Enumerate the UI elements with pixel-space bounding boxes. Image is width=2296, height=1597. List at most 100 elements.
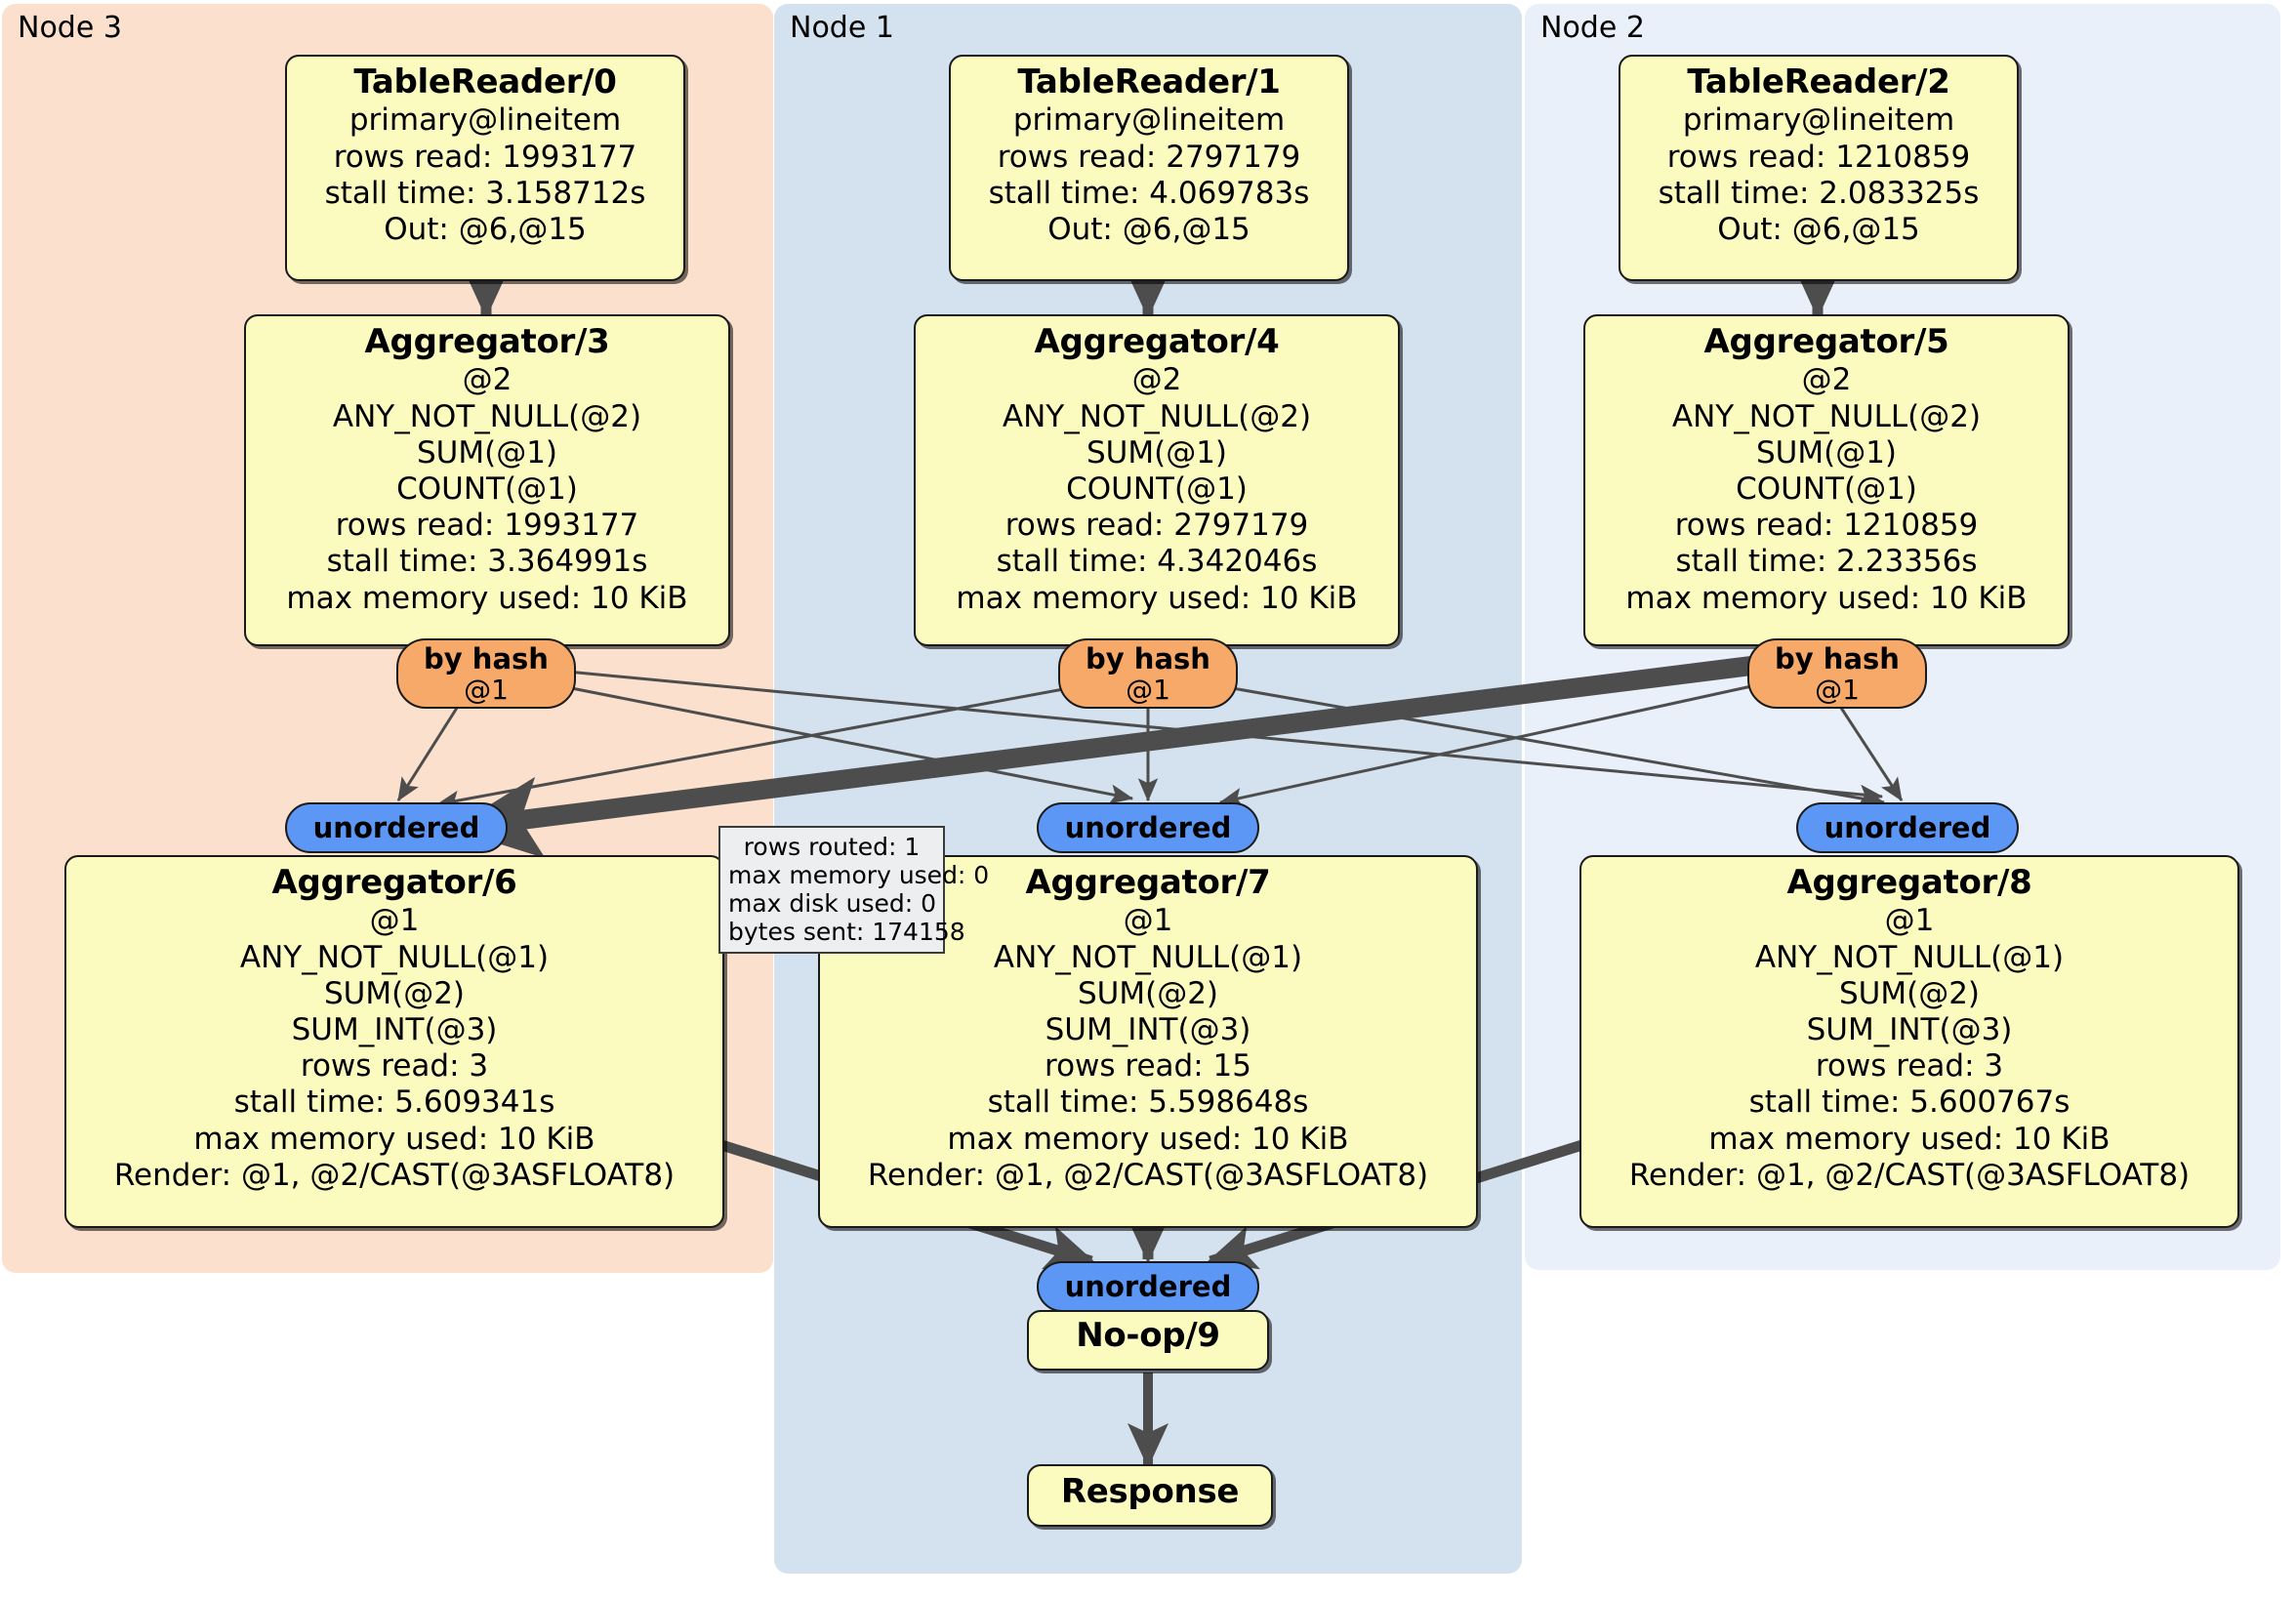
processor-response[interactable]: Response bbox=[1027, 1464, 1273, 1527]
processor-line: max memory used: 10 KiB bbox=[286, 580, 688, 616]
router-by-hash-4[interactable]: by hash @1 bbox=[1058, 638, 1238, 709]
synchronizer-unordered-mid[interactable]: unordered bbox=[1037, 802, 1259, 853]
processor-line: stall time: 2.23356s bbox=[1675, 544, 1978, 580]
router-by-hash-3[interactable]: by hash @1 bbox=[396, 638, 576, 709]
processor-title: Aggregator/5 bbox=[1703, 322, 1949, 361]
processor-line: Out: @6,@15 bbox=[1047, 212, 1250, 248]
processor-line: stall time: 4.342046s bbox=[996, 544, 1318, 580]
processor-line: SUM(@1) bbox=[1755, 434, 1898, 471]
processor-line: @2 bbox=[1131, 362, 1182, 398]
processor-line: COUNT(@1) bbox=[1736, 471, 1917, 508]
router-column: @1 bbox=[1126, 674, 1170, 707]
router-title: by hash bbox=[1775, 642, 1900, 676]
processor-line: Out: @6,@15 bbox=[384, 212, 587, 248]
processor-title: TableReader/0 bbox=[353, 62, 617, 102]
processor-line: stall time: 5.600767s bbox=[1748, 1085, 2070, 1121]
processor-aggregator-7[interactable]: Aggregator/7 @1 ANY_NOT_NULL(@1) SUM(@2)… bbox=[818, 855, 1478, 1228]
processor-tablereader-2[interactable]: TableReader/2 primary@lineitem rows read… bbox=[1619, 55, 2019, 281]
processor-line: rows read: 15 bbox=[1045, 1048, 1251, 1085]
cluster-label-node-2: Node 2 bbox=[1540, 11, 1645, 45]
processor-line: @2 bbox=[1801, 362, 1852, 398]
processor-line: ANY_NOT_NULL(@1) bbox=[993, 939, 1303, 975]
processor-line: SUM_INT(@3) bbox=[1045, 1012, 1251, 1048]
processor-line: SUM(@2) bbox=[323, 975, 466, 1011]
edge-stat-line: rows routed: 1 bbox=[743, 833, 921, 861]
processor-line: max memory used: 10 KiB bbox=[1625, 580, 2028, 616]
processor-line: stall time: 5.609341s bbox=[233, 1085, 555, 1121]
processor-line: rows read: 2797179 bbox=[1004, 508, 1309, 544]
processor-line: SUM(@1) bbox=[416, 434, 558, 471]
processor-tablereader-0[interactable]: TableReader/0 primary@lineitem rows read… bbox=[285, 55, 685, 281]
processor-title: Aggregator/7 bbox=[1025, 863, 1271, 902]
processor-title: Response bbox=[1060, 1472, 1240, 1511]
processor-title: TableReader/1 bbox=[1017, 62, 1281, 102]
processor-title: Aggregator/3 bbox=[364, 322, 610, 361]
processor-line: stall time: 5.598648s bbox=[987, 1085, 1309, 1121]
processor-line: rows read: 3 bbox=[300, 1048, 489, 1085]
cluster-label-node-1: Node 1 bbox=[790, 11, 894, 45]
processor-line: stall time: 3.158712s bbox=[324, 175, 646, 211]
synchronizer-label: unordered bbox=[1824, 810, 1991, 844]
processor-title: No-op/9 bbox=[1076, 1316, 1220, 1355]
processor-line: @1 bbox=[369, 903, 420, 939]
processor-line: rows read: 1210859 bbox=[1674, 508, 1979, 544]
processor-line: rows read: 1993177 bbox=[335, 508, 639, 544]
processor-aggregator-8[interactable]: Aggregator/8 @1 ANY_NOT_NULL(@1) SUM(@2)… bbox=[1579, 855, 2239, 1228]
processor-line: max memory used: 10 KiB bbox=[1708, 1121, 2111, 1157]
router-column: @1 bbox=[464, 674, 509, 707]
processor-title: Aggregator/4 bbox=[1034, 322, 1280, 361]
processor-line: max memory used: 10 KiB bbox=[956, 580, 1358, 616]
processor-line: rows read: 2797179 bbox=[997, 139, 1301, 175]
processor-line: primary@lineitem bbox=[1012, 102, 1286, 139]
router-by-hash-5[interactable]: by hash @1 bbox=[1747, 638, 1927, 709]
synchronizer-label: unordered bbox=[312, 810, 480, 844]
processor-line: Render: @1, @2/CAST(@3ASFLOAT8) bbox=[1628, 1157, 2191, 1193]
router-title: by hash bbox=[1086, 642, 1210, 676]
edge-stat-line: bytes sent: 174158 bbox=[728, 918, 965, 946]
edge-stat-line: max disk used: 0 bbox=[728, 889, 937, 918]
router-title: by hash bbox=[424, 642, 549, 676]
processor-tablereader-1[interactable]: TableReader/1 primary@lineitem rows read… bbox=[949, 55, 1349, 281]
processor-line: COUNT(@1) bbox=[396, 471, 578, 508]
processor-aggregator-5[interactable]: Aggregator/5 @2 ANY_NOT_NULL(@2) SUM(@1)… bbox=[1583, 314, 2070, 646]
processor-line: Out: @6,@15 bbox=[1717, 212, 1920, 248]
router-column: @1 bbox=[1815, 674, 1860, 707]
processor-line: ANY_NOT_NULL(@1) bbox=[239, 939, 550, 975]
synchronizer-unordered-right[interactable]: unordered bbox=[1796, 802, 2019, 853]
synchronizer-unordered-left[interactable]: unordered bbox=[285, 802, 508, 853]
synchronizer-unordered-final[interactable]: unordered bbox=[1037, 1261, 1259, 1312]
processor-line: ANY_NOT_NULL(@1) bbox=[1754, 939, 2065, 975]
processor-aggregator-3[interactable]: Aggregator/3 @2 ANY_NOT_NULL(@2) SUM(@1)… bbox=[244, 314, 730, 646]
processor-aggregator-4[interactable]: Aggregator/4 @2 ANY_NOT_NULL(@2) SUM(@1)… bbox=[914, 314, 1400, 646]
processor-line: @2 bbox=[462, 362, 512, 398]
processor-line: stall time: 4.069783s bbox=[988, 175, 1310, 211]
processor-line: ANY_NOT_NULL(@2) bbox=[1671, 398, 1982, 434]
edge-stat-line: max memory used: 0 bbox=[728, 861, 990, 889]
processor-line: @1 bbox=[1123, 903, 1173, 939]
processor-line: SUM_INT(@3) bbox=[291, 1012, 498, 1048]
processor-line: rows read: 1210859 bbox=[1666, 139, 1971, 175]
processor-line: ANY_NOT_NULL(@2) bbox=[1002, 398, 1312, 434]
processor-line: SUM(@2) bbox=[1077, 975, 1219, 1011]
processor-line: primary@lineitem bbox=[348, 102, 622, 139]
processor-line: rows read: 1993177 bbox=[333, 139, 637, 175]
edge-stats-tooltip: rows routed: 1 max memory used: 0 max di… bbox=[718, 826, 990, 954]
cluster-label-node-3: Node 3 bbox=[18, 11, 122, 45]
processor-noop-9[interactable]: No-op/9 bbox=[1027, 1310, 1269, 1371]
processor-line: max memory used: 10 KiB bbox=[947, 1121, 1349, 1157]
processor-aggregator-6[interactable]: Aggregator/6 @1 ANY_NOT_NULL(@1) SUM(@2)… bbox=[64, 855, 724, 1228]
processor-line: ANY_NOT_NULL(@2) bbox=[332, 398, 642, 434]
processor-line: Render: @1, @2/CAST(@3ASFLOAT8) bbox=[113, 1157, 676, 1193]
processor-line: SUM(@2) bbox=[1838, 975, 1981, 1011]
processor-line: @1 bbox=[1884, 903, 1935, 939]
processor-title: Aggregator/8 bbox=[1786, 863, 2032, 902]
processor-line: Render: @1, @2/CAST(@3ASFLOAT8) bbox=[867, 1157, 1429, 1193]
processor-line: SUM(@1) bbox=[1086, 434, 1228, 471]
processor-line: primary@lineitem bbox=[1682, 102, 1955, 139]
processor-title: TableReader/2 bbox=[1687, 62, 1950, 102]
processor-line: stall time: 2.083325s bbox=[1658, 175, 1980, 211]
processor-line: max memory used: 10 KiB bbox=[193, 1121, 595, 1157]
synchronizer-label: unordered bbox=[1064, 810, 1232, 844]
processor-title: Aggregator/6 bbox=[271, 863, 517, 902]
